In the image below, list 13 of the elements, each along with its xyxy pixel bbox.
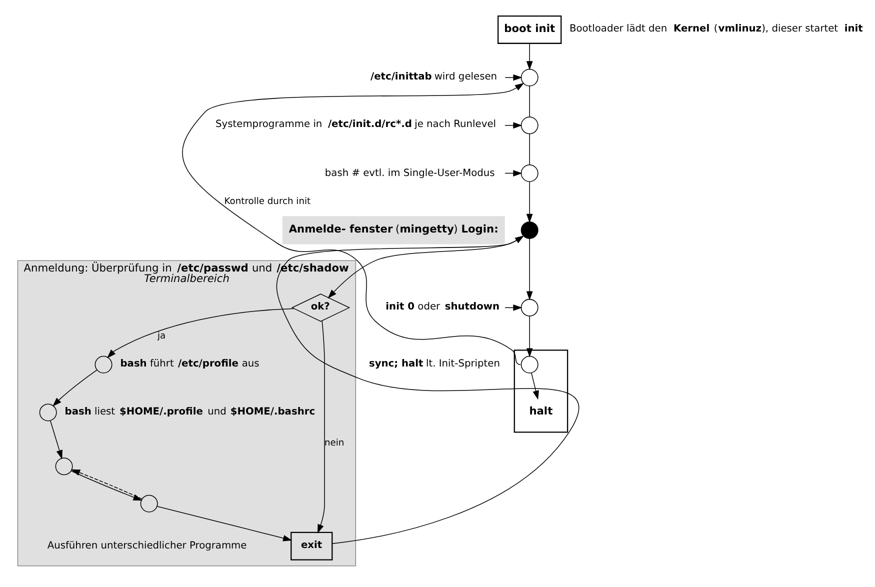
edge-label: Kontrolle durch init [224, 196, 311, 207]
label: sync; halt lt. Init-Spripten [368, 358, 500, 369]
node-text: halt [529, 404, 553, 418]
edge-label: ja [157, 331, 166, 342]
node-text: init 0 oder shutdown [386, 300, 500, 312]
node-label: Bootloader lädt den Kernel (vmlinuz), dieser startet init [569, 23, 863, 34]
node-text: /etc/inittab wird gelesen [370, 70, 498, 82]
node-label: bash führt /etc/profile aus [120, 358, 260, 369]
node-text: Systemprogramme in /etc/init.d/rc*.d je nach Runlevel [216, 118, 496, 130]
edge-label: nein [324, 438, 344, 448]
node-label: bash liest $HOME/.profile und $HOME/.bashrc [64, 406, 316, 417]
label: Ausführen unterschiedlicher Programme [47, 540, 247, 552]
node-text: bash # evtl. im Single-User-Modus [324, 167, 495, 178]
